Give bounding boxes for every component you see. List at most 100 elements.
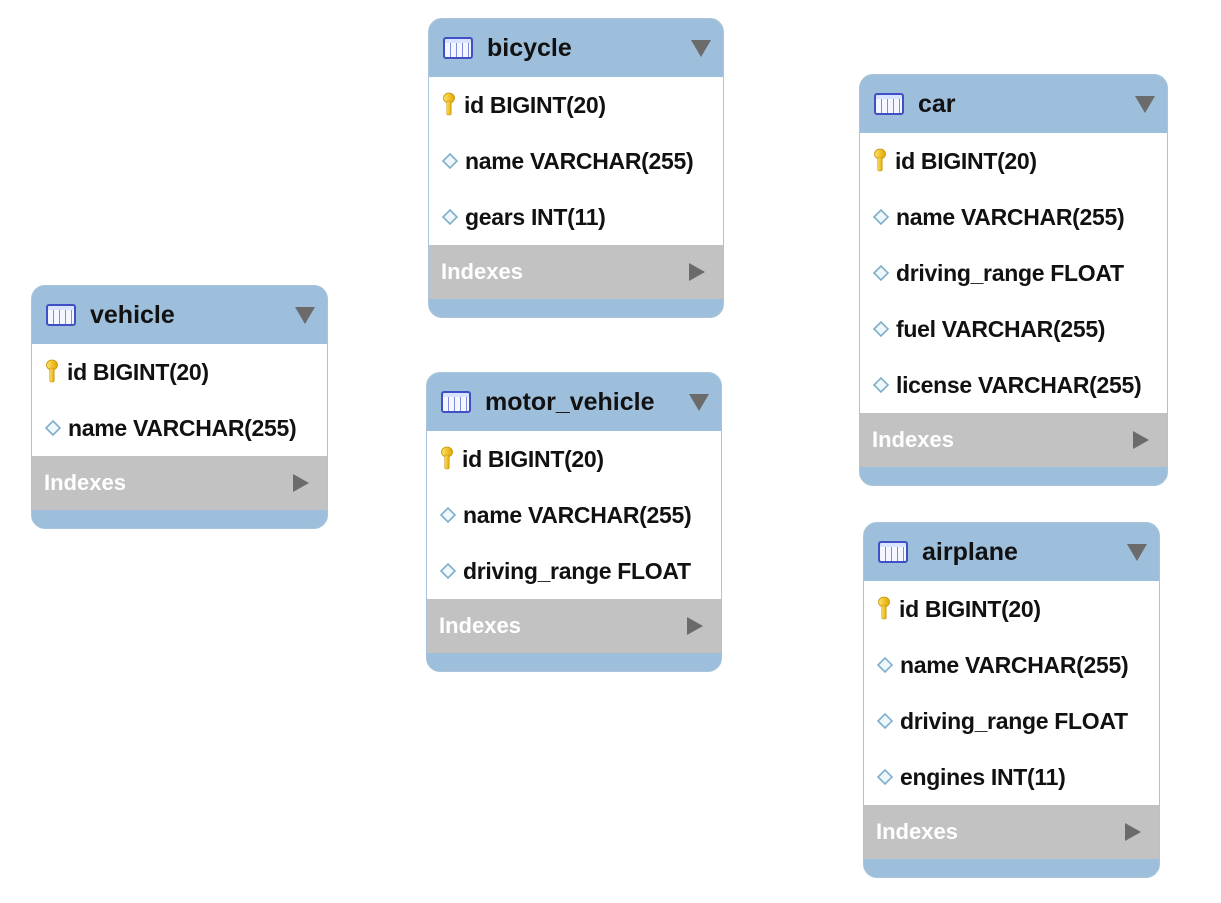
field-label: name VARCHAR(255): [896, 203, 1125, 230]
indexes-bar[interactable]: Indexes: [864, 805, 1159, 859]
expand-caret-icon[interactable]: [1133, 431, 1149, 449]
table-icon: [443, 37, 473, 59]
field-label: engines INT(11): [900, 763, 1066, 790]
field-row[interactable]: name VARCHAR(255): [429, 133, 723, 189]
entity-title: motor_vehicle: [485, 387, 655, 416]
indexes-bar[interactable]: Indexes: [427, 599, 721, 653]
column-diamond-icon: [872, 208, 890, 226]
entity-header[interactable]: motor_vehicle: [427, 373, 721, 431]
primary-key-icon: [46, 359, 58, 383]
field-label: driving_range FLOAT: [463, 557, 691, 584]
primary-key-icon: [443, 92, 455, 116]
indexes-label: Indexes: [876, 819, 958, 844]
entity-footer: [860, 467, 1167, 485]
column-diamond-icon: [876, 768, 894, 786]
field-row[interactable]: id BIGINT(20): [427, 431, 721, 487]
entity-footer: [429, 299, 723, 317]
expand-caret-icon[interactable]: [689, 263, 705, 281]
field-label: id BIGINT(20): [67, 358, 209, 385]
indexes-label: Indexes: [44, 470, 126, 495]
primary-key-icon: [878, 596, 890, 620]
field-label: id BIGINT(20): [464, 91, 606, 118]
entity-bicycle[interactable]: bicycle id BIGINT(20) name VARCHAR(255) …: [428, 18, 724, 318]
field-label: gears INT(11): [465, 203, 606, 230]
field-label: id BIGINT(20): [462, 445, 604, 472]
field-list: id BIGINT(20) name VARCHAR(255): [32, 344, 327, 456]
entity-footer: [32, 510, 327, 528]
entity-vehicle[interactable]: vehicle id BIGINT(20) name VARCHAR(255) …: [31, 285, 328, 529]
column-diamond-icon: [876, 712, 894, 730]
field-label: id BIGINT(20): [899, 595, 1041, 622]
entity-header[interactable]: car: [860, 75, 1167, 133]
entity-car[interactable]: car id BIGINT(20) name VARCHAR(255) driv…: [859, 74, 1168, 486]
expand-caret-icon[interactable]: [1125, 823, 1141, 841]
field-label: fuel VARCHAR(255): [896, 315, 1106, 342]
primary-key-icon: [874, 148, 886, 172]
field-label: name VARCHAR(255): [900, 651, 1129, 678]
field-row[interactable]: name VARCHAR(255): [860, 189, 1167, 245]
expand-caret-icon[interactable]: [293, 474, 309, 492]
column-diamond-icon: [439, 506, 457, 524]
field-label: driving_range FLOAT: [896, 259, 1124, 286]
entity-footer: [864, 859, 1159, 877]
table-icon: [874, 93, 904, 115]
column-diamond-icon: [872, 376, 890, 394]
column-diamond-icon: [872, 264, 890, 282]
indexes-label: Indexes: [439, 613, 521, 638]
field-row[interactable]: engines INT(11): [864, 749, 1159, 805]
entity-header[interactable]: airplane: [864, 523, 1159, 581]
column-diamond-icon: [441, 208, 459, 226]
field-row[interactable]: driving_range FLOAT: [860, 245, 1167, 301]
indexes-bar[interactable]: Indexes: [429, 245, 723, 299]
table-icon: [46, 304, 76, 326]
entity-footer: [427, 653, 721, 671]
field-row[interactable]: id BIGINT(20): [860, 133, 1167, 189]
table-icon: [878, 541, 908, 563]
entity-header[interactable]: bicycle: [429, 19, 723, 77]
primary-key-icon: [441, 446, 453, 470]
entity-title: vehicle: [90, 300, 175, 329]
field-label: name VARCHAR(255): [68, 414, 297, 441]
field-label: driving_range FLOAT: [900, 707, 1128, 734]
field-list: id BIGINT(20) name VARCHAR(255) driving_…: [864, 581, 1159, 805]
field-row[interactable]: fuel VARCHAR(255): [860, 301, 1167, 357]
field-row[interactable]: name VARCHAR(255): [864, 637, 1159, 693]
field-row[interactable]: id BIGINT(20): [429, 77, 723, 133]
collapse-caret-icon[interactable]: [1135, 95, 1155, 113]
field-list: id BIGINT(20) name VARCHAR(255) gears IN…: [429, 77, 723, 245]
entity-airplane[interactable]: airplane id BIGINT(20) name VARCHAR(255)…: [863, 522, 1160, 878]
column-diamond-icon: [44, 419, 62, 437]
field-label: id BIGINT(20): [895, 147, 1037, 174]
table-icon: [441, 391, 471, 413]
entity-title: car: [918, 89, 956, 118]
collapse-caret-icon[interactable]: [691, 39, 711, 57]
field-row[interactable]: driving_range FLOAT: [427, 543, 721, 599]
field-row[interactable]: id BIGINT(20): [864, 581, 1159, 637]
field-row[interactable]: gears INT(11): [429, 189, 723, 245]
entity-motor-vehicle[interactable]: motor_vehicle id BIGINT(20) name VARCHAR…: [426, 372, 722, 672]
entity-title: bicycle: [487, 33, 572, 62]
expand-caret-icon[interactable]: [687, 617, 703, 635]
indexes-bar[interactable]: Indexes: [32, 456, 327, 510]
entity-header[interactable]: vehicle: [32, 286, 327, 344]
field-list: id BIGINT(20) name VARCHAR(255) driving_…: [860, 133, 1167, 413]
column-diamond-icon: [872, 320, 890, 338]
field-row[interactable]: name VARCHAR(255): [427, 487, 721, 543]
indexes-bar[interactable]: Indexes: [860, 413, 1167, 467]
field-list: id BIGINT(20) name VARCHAR(255) driving_…: [427, 431, 721, 599]
entity-title: airplane: [922, 537, 1018, 566]
column-diamond-icon: [439, 562, 457, 580]
collapse-caret-icon[interactable]: [1127, 543, 1147, 561]
field-label: name VARCHAR(255): [465, 147, 694, 174]
field-row[interactable]: id BIGINT(20): [32, 344, 327, 400]
collapse-caret-icon[interactable]: [689, 393, 709, 411]
column-diamond-icon: [441, 152, 459, 170]
field-label: name VARCHAR(255): [463, 501, 692, 528]
field-row[interactable]: name VARCHAR(255): [32, 400, 327, 456]
indexes-label: Indexes: [872, 427, 954, 452]
collapse-caret-icon[interactable]: [295, 306, 315, 324]
field-row[interactable]: license VARCHAR(255): [860, 357, 1167, 413]
indexes-label: Indexes: [441, 259, 523, 284]
column-diamond-icon: [876, 656, 894, 674]
field-row[interactable]: driving_range FLOAT: [864, 693, 1159, 749]
